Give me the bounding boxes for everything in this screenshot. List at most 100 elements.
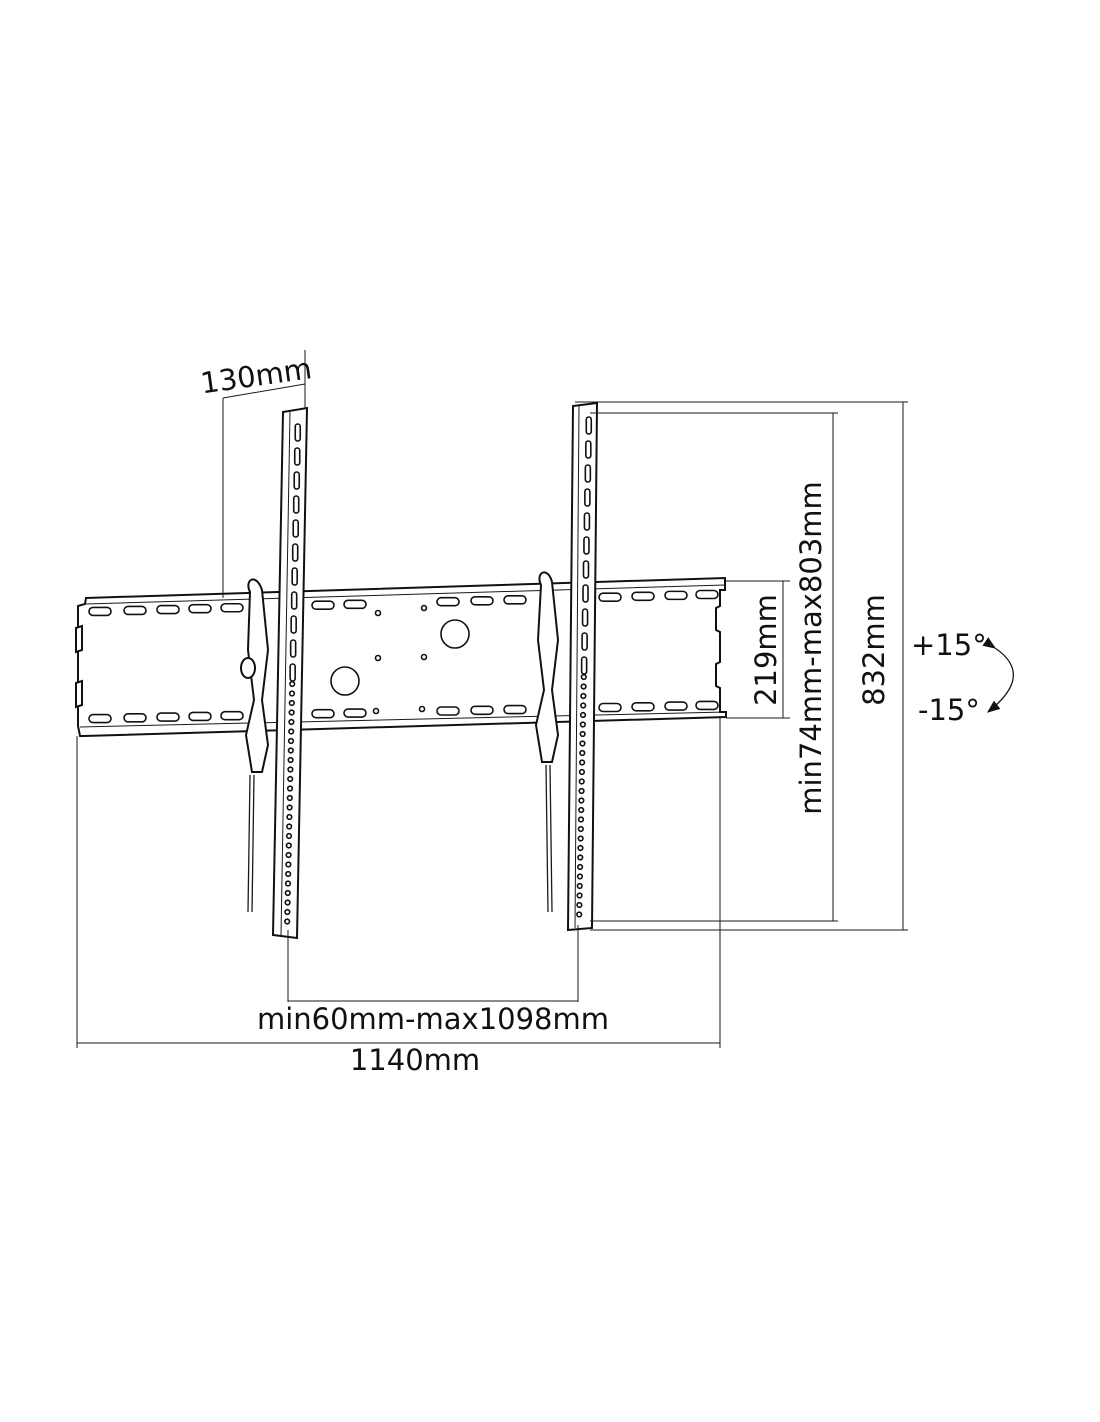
- arm-hole: [576, 873, 584, 880]
- plate-slot: [311, 600, 335, 611]
- plate-slot: [311, 708, 335, 719]
- arm-hole: [286, 804, 293, 811]
- plate-slot: [343, 708, 367, 718]
- arm-slot: [289, 663, 296, 682]
- plate-slot: [695, 700, 719, 711]
- arm-hole: [579, 759, 586, 766]
- arm-hole: [578, 778, 585, 785]
- arm-hole: [285, 861, 292, 868]
- arm-hole: [285, 870, 292, 878]
- arm-hole: [579, 730, 586, 738]
- right-mounting-arm: [534, 401, 599, 932]
- plate-slot: [470, 705, 494, 716]
- tilt-indicator: +15° -15°: [911, 628, 1014, 727]
- arm-hole: [578, 806, 585, 814]
- plate-slot: [220, 710, 244, 721]
- arm-slot: [289, 639, 297, 658]
- arm-slot: [582, 584, 589, 603]
- plate-slot: [123, 605, 147, 616]
- arm-hole: [289, 680, 296, 688]
- arm-hole: [284, 880, 292, 887]
- arm-slot: [290, 591, 298, 610]
- arm-hole: [579, 711, 587, 719]
- arm-hole: [578, 768, 586, 776]
- plate-slot: [695, 589, 719, 600]
- plate-slot: [598, 702, 622, 713]
- arm-slot: [291, 543, 299, 562]
- arm-hole: [579, 749, 586, 757]
- wall-plate: [75, 576, 727, 737]
- arm-slot: [584, 464, 592, 483]
- tilt-down-label: -15°: [918, 693, 980, 727]
- tilt-arrow-icon: [982, 637, 1014, 713]
- arm-hole: [284, 889, 291, 897]
- plate-slot: [470, 595, 494, 606]
- arm-hole: [577, 844, 584, 852]
- plate-slot: [631, 701, 655, 712]
- arm-hole: [287, 775, 294, 783]
- plate-slot: [88, 713, 112, 724]
- center-hole-left: [330, 666, 360, 696]
- plate-slot: [156, 604, 180, 615]
- arm-hole: [286, 785, 294, 792]
- arm-hole: [577, 816, 585, 823]
- arm-hole: [579, 721, 586, 728]
- arm-hole: [288, 718, 295, 726]
- plate-slot: [503, 595, 527, 605]
- arm-hole: [288, 728, 295, 735]
- plate-slot: [123, 713, 147, 723]
- plate-slot: [343, 599, 367, 610]
- arm-slot: [585, 416, 593, 435]
- plate-slot: [188, 711, 212, 722]
- arm-slot: [584, 488, 591, 507]
- plate-slot: [664, 701, 688, 711]
- arm-hole: [577, 825, 584, 833]
- plate-slot: [188, 603, 212, 614]
- arm-hole: [576, 892, 583, 899]
- arm-slot: [292, 495, 300, 514]
- plate-slot: [631, 591, 655, 602]
- dimension-arm-spacing: min60mm-max1098mm: [257, 925, 609, 1036]
- arm-slot: [583, 512, 591, 531]
- arm-hole: [578, 787, 585, 795]
- arm-hole: [577, 854, 584, 861]
- vesa-height-label: min74mm-max803mm: [794, 481, 828, 815]
- arm-hole: [288, 690, 296, 697]
- arm-slot: [581, 608, 589, 627]
- plate-slot: [88, 606, 112, 617]
- arm-slot: [294, 423, 302, 442]
- arm-height-label: 832mm: [857, 594, 891, 706]
- arm-slot: [582, 560, 590, 579]
- arm-hole: [576, 911, 583, 918]
- arm-slot: [290, 615, 297, 634]
- arm-hole: [285, 832, 293, 840]
- arm-slot: [585, 440, 592, 459]
- plate-slot: [598, 592, 622, 603]
- arm-hole: [580, 673, 587, 681]
- plate-slot: [664, 590, 688, 601]
- left-mounting-arm: [240, 406, 309, 940]
- arm-hole: [576, 882, 583, 890]
- plate-slot: [436, 596, 460, 607]
- tilt-up-label: +15°: [911, 628, 987, 662]
- arm-hole: [576, 863, 584, 871]
- arm-hole: [287, 747, 294, 754]
- arm-hole: [286, 794, 293, 802]
- arm-hole: [287, 756, 294, 764]
- arm-hole: [287, 766, 294, 773]
- arm-hole: [578, 797, 585, 804]
- arm-slot: [583, 536, 590, 555]
- plate-width-label: 1140mm: [350, 1043, 480, 1077]
- dimension-plate-width: 1140mm: [76, 716, 721, 1077]
- arm-hole: [284, 918, 291, 925]
- plate-height-label: 219mm: [749, 594, 783, 706]
- arm-slot: [293, 447, 301, 466]
- center-hole-right: [440, 619, 470, 649]
- arm-hole: [287, 737, 295, 745]
- arm-spacing-label: min60mm-max1098mm: [257, 1002, 609, 1036]
- plate-slot: [156, 712, 180, 722]
- arm-hole: [580, 683, 587, 690]
- arm-slot: [292, 519, 300, 538]
- plate-slot: [436, 706, 460, 716]
